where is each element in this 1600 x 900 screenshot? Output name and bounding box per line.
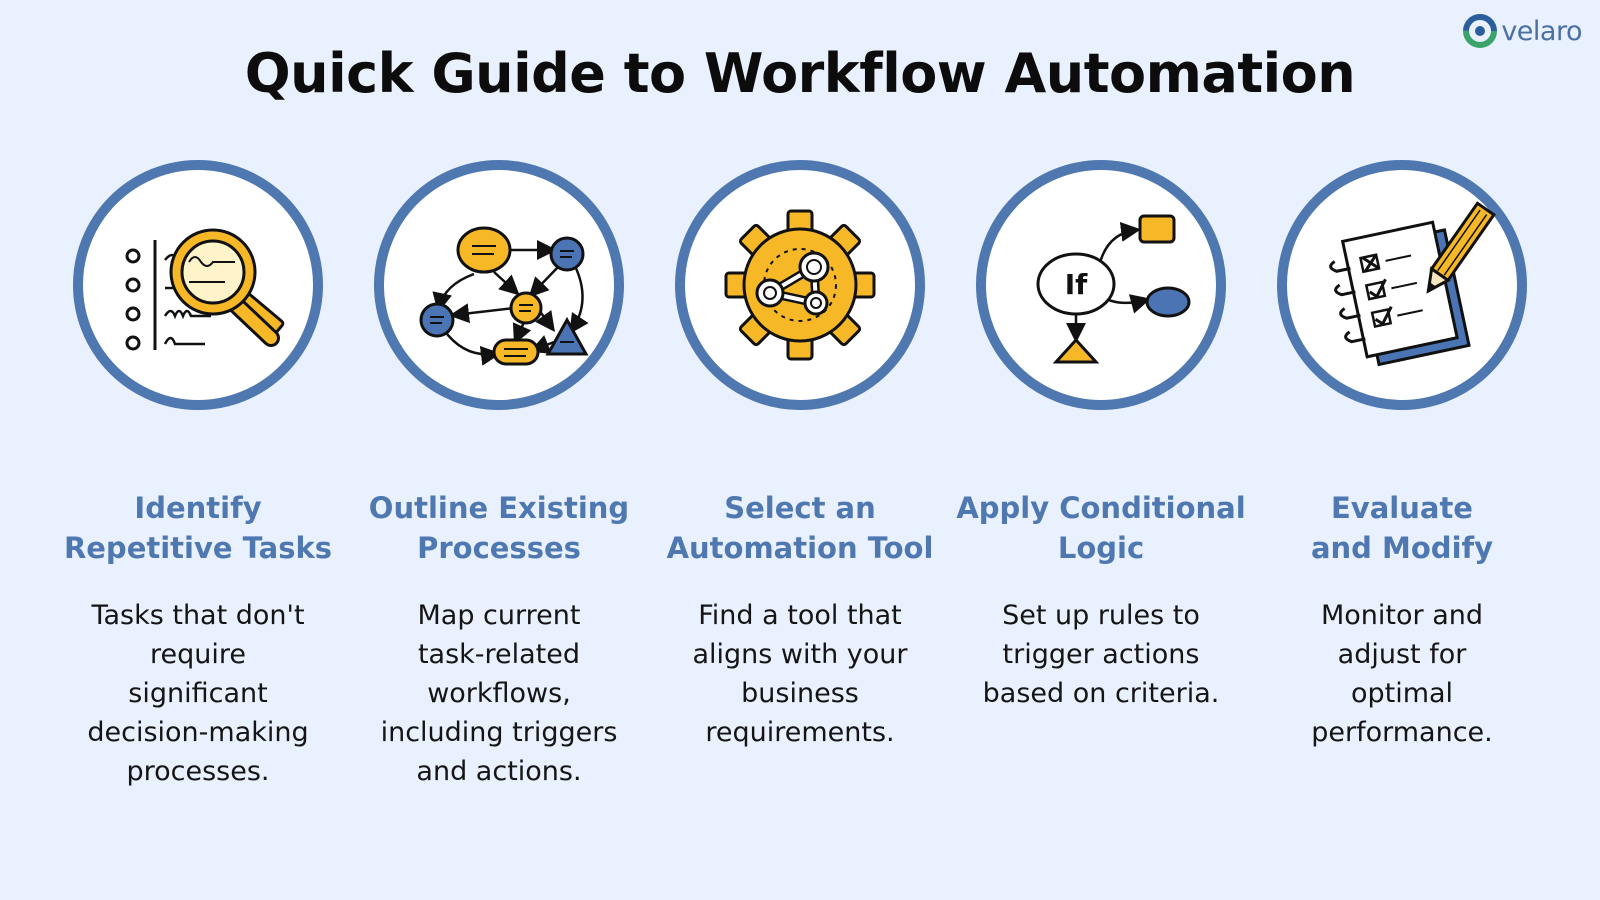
- step-title: Apply Conditional Logic: [956, 488, 1245, 574]
- step-title-line: Repetitive Tasks: [63, 531, 333, 565]
- step-icon-circle: [73, 160, 323, 410]
- magnifier-checklist-icon: [125, 228, 285, 351]
- step-title-line: Identify: [134, 491, 262, 525]
- velaro-logo-icon: [1463, 14, 1498, 48]
- step-desc-line: Tasks that don't: [91, 600, 305, 631]
- if-branch-logic-icon: If: [1036, 214, 1191, 364]
- step-desc-line: business: [741, 678, 859, 709]
- page-title: Quick Guide to Workflow Automation: [244, 42, 1356, 105]
- step-title-line: Automation Tool: [666, 531, 934, 565]
- step-desc-line: Monitor and: [1320, 600, 1483, 631]
- step-icon-circle: [374, 160, 624, 410]
- step-title-line: Processes: [417, 531, 581, 565]
- step-title-line: Apply Conditional: [956, 491, 1246, 525]
- step-desc-line: adjust for: [1337, 639, 1467, 670]
- step-apply-conditional-logic: If Apply Conditional Logic Set up rules …: [951, 160, 1251, 791]
- step-title-line: Outline Existing: [368, 491, 630, 525]
- process-map-icon: [419, 226, 589, 366]
- step-description: Tasks that don't require significant dec…: [87, 596, 308, 791]
- step-desc-line: aligns with your: [692, 639, 908, 670]
- step-desc-line: performance.: [1311, 717, 1493, 748]
- step-desc-line: Set up rules to: [1002, 600, 1200, 631]
- step-desc-line: processes.: [126, 756, 270, 787]
- step-icon-circle: If: [976, 160, 1226, 410]
- step-description: Set up rules to trigger actions based on…: [983, 596, 1220, 713]
- step-evaluate-and-modify: Evaluate and Modify Monitor and adjust f…: [1252, 160, 1552, 791]
- brand-logo: velaro: [1463, 14, 1582, 48]
- step-desc-line: trigger actions: [1002, 639, 1200, 670]
- step-desc-line: significant: [128, 678, 268, 709]
- step-icon-circle: [675, 160, 925, 410]
- step-title: Identify Repetitive Tasks: [64, 488, 332, 574]
- step-title: Outline Existing Processes: [369, 488, 629, 574]
- step-desc-line: optimal: [1350, 678, 1454, 709]
- step-title-line: and Modify: [1310, 531, 1494, 565]
- step-title-line: Evaluate: [1331, 491, 1473, 525]
- step-select-automation-tool: Select an Automation Tool Find a tool th…: [650, 160, 950, 791]
- step-title: Select an Automation Tool: [667, 488, 934, 574]
- step-description: Monitor and adjust for optimal performan…: [1311, 596, 1493, 752]
- step-title: Evaluate and Modify: [1311, 488, 1493, 574]
- step-desc-line: requirements.: [705, 717, 895, 748]
- step-desc-line: Find a tool that: [698, 600, 902, 631]
- step-outline-existing-processes: Outline Existing Processes Map current t…: [349, 160, 649, 791]
- brand-name: velaro: [1501, 15, 1582, 47]
- step-desc-line: and actions.: [416, 756, 582, 787]
- step-desc-line: based on criteria.: [982, 678, 1220, 709]
- step-desc-line: require: [150, 639, 246, 670]
- step-description: Map current task-related workflows, incl…: [381, 596, 618, 791]
- step-desc-line: workflows,: [427, 678, 571, 709]
- step-title-line: Logic: [1057, 531, 1145, 565]
- step-icon-circle: [1277, 160, 1527, 410]
- step-desc-line: decision-making: [87, 717, 309, 748]
- step-identify-repetitive-tasks: Identify Repetitive Tasks Tasks that don…: [48, 160, 348, 791]
- step-description: Find a tool that aligns with your busine…: [692, 596, 907, 752]
- step-title-line: Select an: [724, 491, 876, 525]
- step-desc-line: including triggers: [380, 717, 618, 748]
- steps-row: Identify Repetitive Tasks Tasks that don…: [48, 160, 1552, 791]
- gear-automation-icon: [724, 209, 876, 361]
- notepad-checklist-pencil-icon: [1329, 201, 1496, 367]
- step-desc-line: Map current: [417, 600, 581, 631]
- if-label: If: [1065, 268, 1088, 301]
- step-desc-line: task-related: [417, 639, 581, 670]
